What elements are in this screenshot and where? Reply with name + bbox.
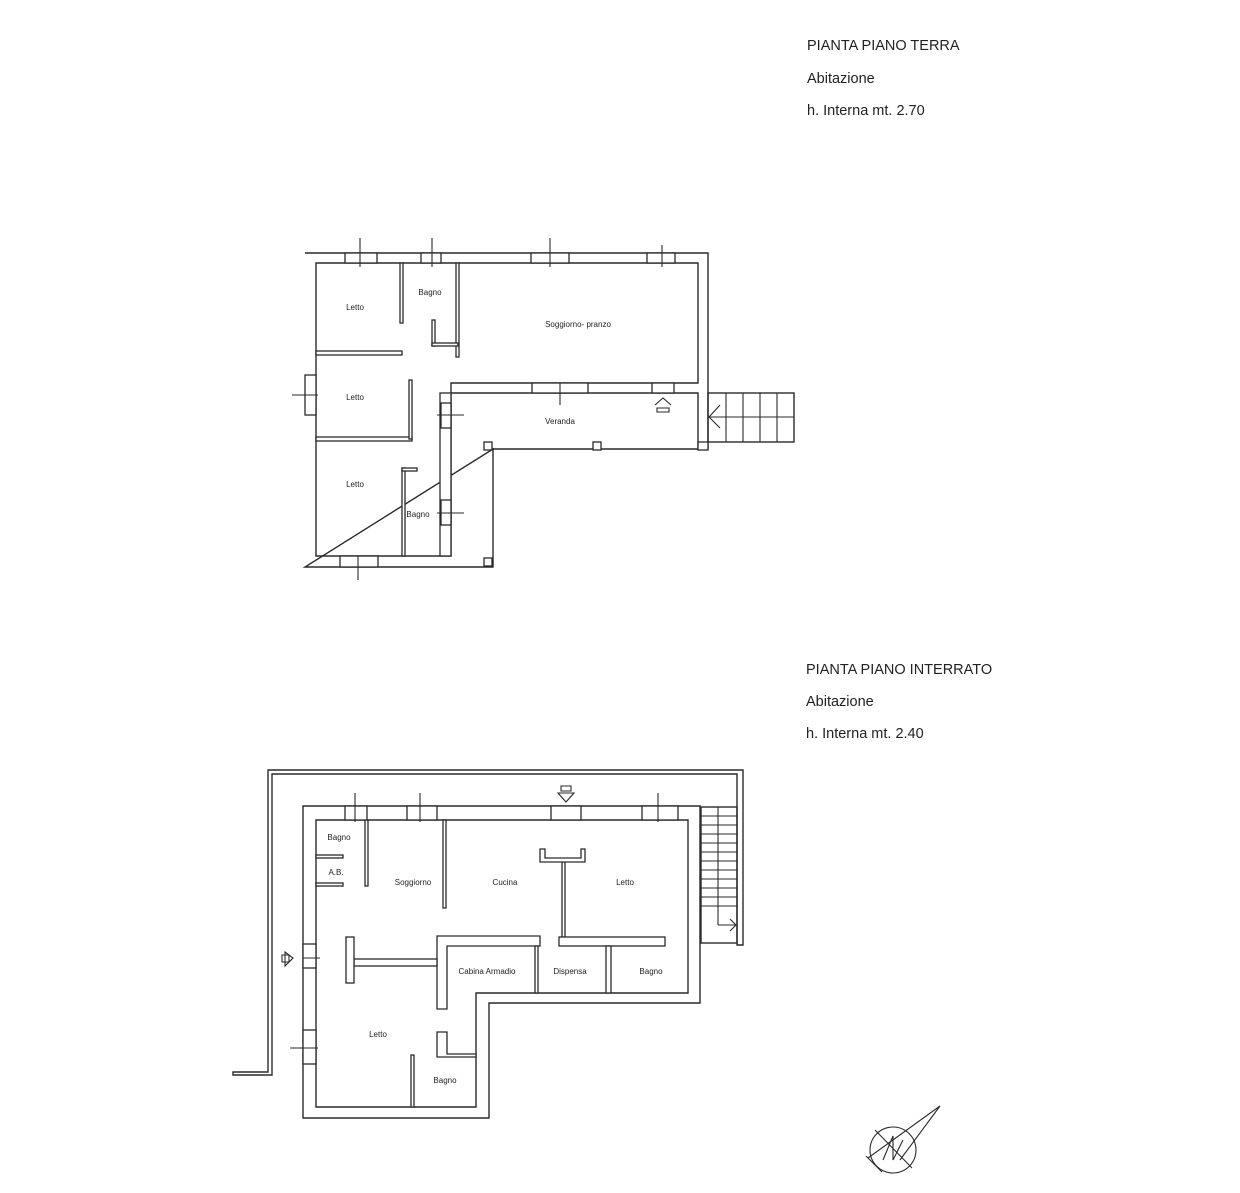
staircase [700,806,738,944]
pillar [483,441,493,451]
retaining-wall [232,769,744,1076]
wall [315,882,344,887]
room-label: Soggiorno- pranzo [545,320,611,329]
room-label: Bagno [639,967,663,976]
wall [455,262,460,358]
pillar [592,441,602,451]
inner-wall-outline [315,819,689,1108]
basement-plan: Bagno A.B. Soggiorno Cucina Letto Cabina… [232,769,744,1119]
basement-subtitle: Abitazione [806,694,874,710]
room-label: Veranda [545,417,575,426]
window-icon [290,793,679,1065]
room-label: Dispensa [553,967,587,976]
room-label: Letto [346,393,364,402]
basement-title: PIANTA PIANO INTERRATO [806,662,993,678]
room-label: Bagno [406,510,430,519]
wall [345,936,355,984]
wall [399,262,404,324]
room-label: Soggiorno [395,878,432,887]
wall [442,819,447,909]
wall [315,350,403,356]
wall [353,958,438,967]
room-label: Letto [616,878,634,887]
pillar [697,441,709,451]
outer-wall-outline [302,252,709,568]
room-label: A.B. [328,868,343,877]
wall [431,319,436,347]
wall [539,848,586,863]
entrance-arrow-icon [281,785,576,968]
wall [534,945,539,994]
wall [364,819,369,887]
room-label: Letto [369,1030,387,1039]
wall [439,392,452,557]
basement-height: h. Interna mt. 2.40 [806,726,924,742]
wall [436,935,541,1010]
wall [558,936,666,947]
ground-floor-subtitle: Abitazione [807,71,875,87]
outer-wall-outline [302,805,701,1119]
inner-wall-outline [315,262,699,557]
wall [315,436,413,442]
wall [436,1031,477,1058]
ground-floor-height: h. Interna mt. 2.70 [807,103,925,119]
ground-floor-title: PIANTA PIANO TERRA [807,38,960,54]
room-label: Cabina Armadio [459,967,516,976]
window-icon [292,238,676,580]
ground-floor-plan: Letto Bagno Soggiorno- pranzo Letto Vera… [292,238,795,580]
wall [315,854,344,859]
staircase [707,392,795,443]
room-label: Bagno [418,288,442,297]
room-label: Bagno [433,1076,457,1085]
wall [401,467,406,557]
wall [408,379,413,440]
entrance-arrow-icon [654,397,672,413]
room-label: Bagno [327,833,351,842]
pillar [483,557,493,567]
wall [401,467,418,472]
wall [431,342,459,347]
wall [410,1054,415,1108]
room-label: Cucina [493,878,518,887]
room-label: Letto [346,480,364,489]
wall [605,945,612,994]
north-arrow-icon [865,1105,941,1174]
room-label: Letto [346,303,364,312]
wall [561,859,566,939]
